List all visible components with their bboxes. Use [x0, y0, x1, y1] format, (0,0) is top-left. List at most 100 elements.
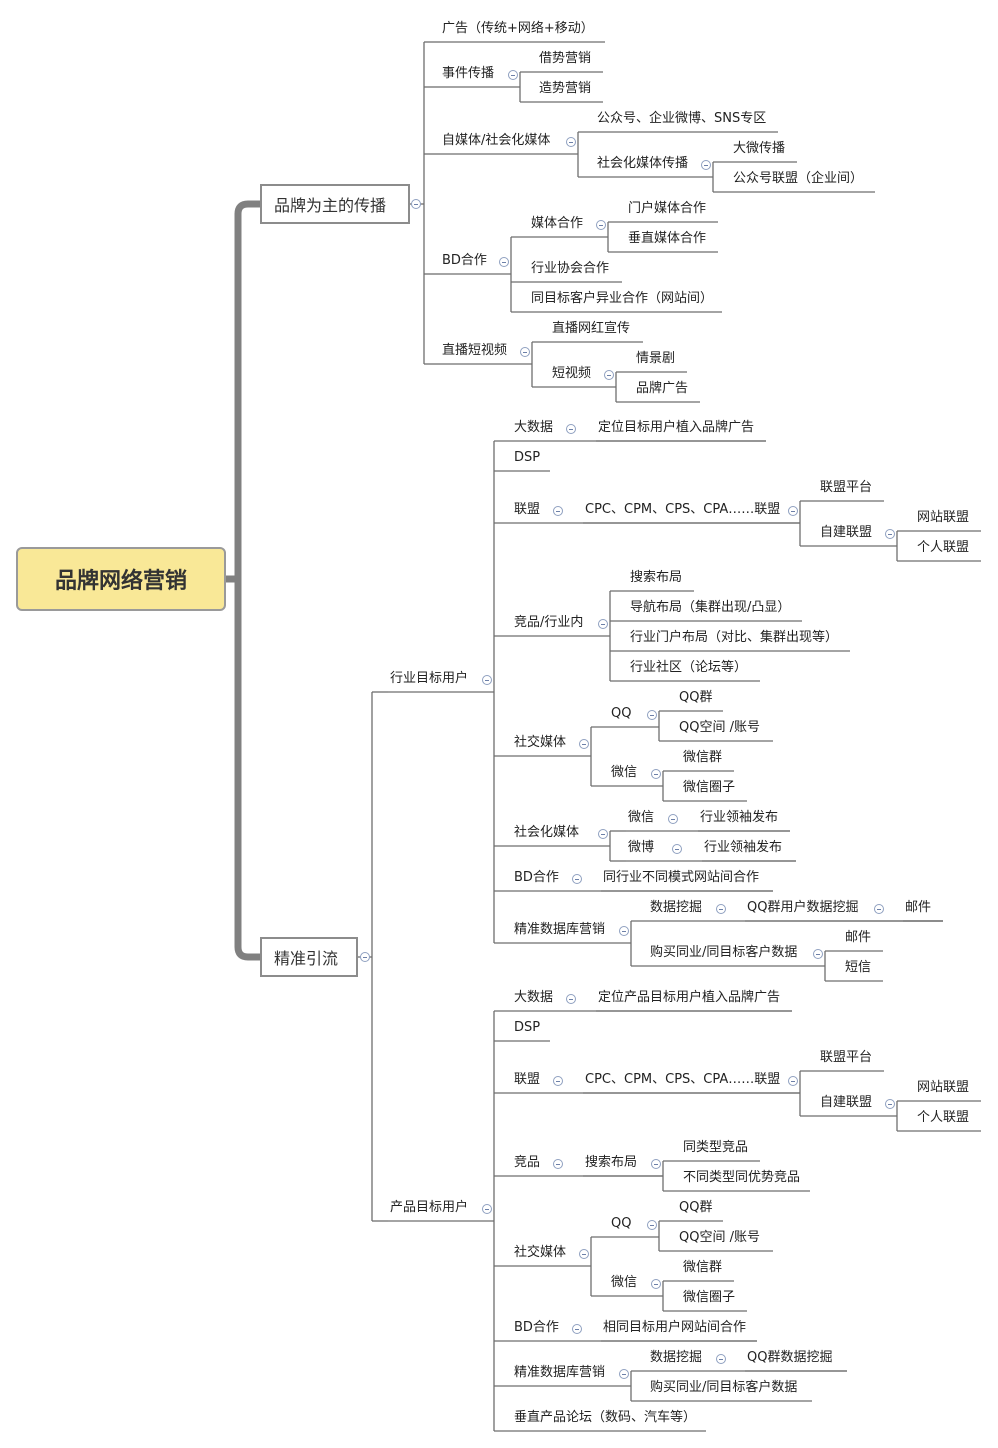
collapse-toggle-icon[interactable] — [572, 874, 582, 884]
node-b1-media-2-2[interactable]: 公众号联盟（企业间） — [733, 171, 864, 186]
collapse-toggle-icon[interactable] — [482, 1204, 492, 1214]
node-b1-bd-1-2[interactable]: 垂直媒体合作 — [628, 231, 707, 246]
node-b1-media[interactable]: 自媒体/社会化媒体 — [442, 133, 551, 148]
collapse-toggle-icon[interactable] — [566, 994, 576, 1004]
node-ind-union-1-2-1[interactable]: 网站联盟 — [917, 510, 970, 525]
node-ind-qq-2[interactable]: QQ空间 /账号 — [679, 720, 760, 735]
node-b1-bd[interactable]: BD合作 — [442, 253, 487, 268]
collapse-toggle-icon[interactable] — [553, 1076, 563, 1086]
node-ind-sm-2[interactable]: 微博 — [628, 840, 655, 855]
node-ind-wx-2[interactable]: 微信圈子 — [683, 780, 736, 795]
node-ind-db-2[interactable]: 购买同业/同目标客户数据 — [650, 945, 798, 960]
collapse-toggle-icon[interactable] — [579, 1249, 589, 1259]
node-prod-bd-1[interactable]: 相同目标用户网站间合作 — [603, 1320, 747, 1335]
node-ind-wx-1[interactable]: 微信群 — [683, 750, 723, 765]
collapse-toggle-icon[interactable] — [619, 926, 629, 936]
node-prod-comp[interactable]: 竞品 — [514, 1155, 541, 1170]
collapse-toggle-icon[interactable] — [572, 1324, 582, 1334]
node-ind-db[interactable]: 精准数据库营销 — [514, 922, 606, 937]
collapse-toggle-icon[interactable] — [874, 904, 884, 914]
node-b1-event[interactable]: 事件传播 — [442, 66, 495, 81]
node-ind-bigdata-1[interactable]: 定位目标用户植入品牌广告 — [598, 420, 755, 435]
node-prod-forum[interactable]: 垂直产品论坛（数码、汽车等） — [514, 1410, 697, 1425]
collapse-toggle-icon[interactable] — [647, 710, 657, 720]
node-b1-live-2[interactable]: 短视频 — [552, 366, 592, 381]
node-prod-union-1-2[interactable]: 自建联盟 — [820, 1095, 873, 1110]
node-prod[interactable]: 产品目标用户 — [390, 1200, 469, 1215]
node-ind-sm[interactable]: 社会化媒体 — [514, 825, 580, 840]
node-b1-live-1[interactable]: 直播网红宣传 — [552, 321, 631, 336]
node-prod-comp-1-1[interactable]: 同类型竞品 — [683, 1140, 749, 1155]
collapse-toggle-icon[interactable] — [553, 506, 563, 516]
node-ind-comp-1[interactable]: 搜索布局 — [630, 570, 683, 585]
node-prod-dsp[interactable]: DSP — [514, 1020, 541, 1035]
node-ind-union-1[interactable]: CPC、CPM、CPS、CPA……联盟 — [585, 502, 781, 517]
node-ind-comp-2[interactable]: 导航布局（集群出现/凸显） — [630, 600, 791, 615]
node-prod-comp-1[interactable]: 搜索布局 — [585, 1155, 638, 1170]
collapse-toggle-icon[interactable] — [596, 220, 606, 230]
node-prod-comp-1-2[interactable]: 不同类型同优势竞品 — [683, 1170, 801, 1185]
node-prod-union[interactable]: 联盟 — [514, 1072, 541, 1087]
node-prod-db[interactable]: 精准数据库营销 — [514, 1365, 606, 1380]
collapse-toggle-icon[interactable] — [499, 257, 509, 267]
collapse-toggle-icon[interactable] — [716, 1354, 726, 1364]
node-prod-union-1-2-1[interactable]: 网站联盟 — [917, 1080, 970, 1095]
collapse-toggle-icon[interactable] — [701, 160, 711, 170]
node-b1-bd-3[interactable]: 同目标客户异业合作（网站间） — [531, 291, 714, 306]
topic-brand-communication[interactable]: 品牌为主的传播 — [260, 184, 410, 224]
node-b1-live-2-2[interactable]: 品牌广告 — [636, 381, 689, 396]
root-topic[interactable]: 品牌网络营销 — [16, 547, 226, 611]
node-b1-media-2[interactable]: 社会化媒体传播 — [597, 156, 689, 171]
node-ind-db-2-2[interactable]: 短信 — [845, 960, 872, 975]
node-ind-db-1-1[interactable]: QQ群用户数据挖掘 — [747, 900, 859, 915]
node-prod-social[interactable]: 社交媒体 — [514, 1245, 567, 1260]
node-ind-comp[interactable]: 竞品/行业内 — [514, 615, 584, 630]
collapse-toggle-icon[interactable] — [508, 70, 518, 80]
node-ind-bigdata[interactable]: 大数据 — [514, 420, 554, 435]
node-prod-wx[interactable]: 微信 — [611, 1275, 638, 1290]
node-prod-union-1-2-2[interactable]: 个人联盟 — [917, 1110, 970, 1125]
node-prod-qq[interactable]: QQ — [611, 1216, 632, 1231]
collapse-toggle-icon[interactable] — [668, 814, 678, 824]
node-prod-wx-1[interactable]: 微信群 — [683, 1260, 723, 1275]
node-prod-db-1[interactable]: 数据挖掘 — [650, 1350, 703, 1365]
node-b1-bd-1-1[interactable]: 门户媒体合作 — [628, 201, 707, 216]
collapse-toggle-icon[interactable] — [788, 1076, 798, 1086]
node-b1-media-2-1[interactable]: 大微传播 — [733, 141, 786, 156]
collapse-toggle-icon[interactable] — [598, 619, 608, 629]
collapse-toggle-icon[interactable] — [885, 1099, 895, 1109]
node-ind-qq[interactable]: QQ — [611, 706, 632, 721]
collapse-toggle-icon[interactable] — [651, 769, 661, 779]
node-prod-qq-1[interactable]: QQ群 — [679, 1200, 713, 1215]
node-ind-qq-1[interactable]: QQ群 — [679, 690, 713, 705]
node-b1-bd-2[interactable]: 行业协会合作 — [531, 261, 610, 276]
node-prod-wx-2[interactable]: 微信圈子 — [683, 1290, 736, 1305]
collapse-toggle-icon[interactable] — [619, 1369, 629, 1379]
node-ind-social[interactable]: 社交媒体 — [514, 735, 567, 750]
node-ind-wx[interactable]: 微信 — [611, 765, 638, 780]
node-ind[interactable]: 行业目标用户 — [390, 671, 469, 686]
node-prod-db-2[interactable]: 购买同业/同目标客户数据 — [650, 1380, 798, 1395]
node-b1-bd-1[interactable]: 媒体合作 — [531, 216, 584, 231]
node-ind-comp-3[interactable]: 行业门户布局（对比、集群出现等） — [630, 630, 839, 645]
collapse-toggle-icon[interactable] — [520, 347, 530, 357]
node-ind-union[interactable]: 联盟 — [514, 502, 541, 517]
collapse-toggle-icon[interactable] — [647, 1220, 657, 1230]
node-prod-qq-2[interactable]: QQ空间 /账号 — [679, 1230, 760, 1245]
node-ind-sm-1-1[interactable]: 行业领袖发布 — [700, 810, 779, 825]
collapse-toggle-icon[interactable] — [651, 1159, 661, 1169]
collapse-toggle-icon[interactable] — [716, 904, 726, 914]
node-ind-sm-1[interactable]: 微信 — [628, 810, 655, 825]
collapse-toggle-icon[interactable] — [885, 529, 895, 539]
node-b1-event-1[interactable]: 借势营销 — [539, 51, 592, 66]
node-ind-dsp[interactable]: DSP — [514, 450, 541, 465]
node-b1-ad[interactable]: 广告（传统+网络+移动） — [442, 21, 594, 36]
node-ind-db-2-1[interactable]: 邮件 — [845, 930, 872, 945]
node-ind-db-1[interactable]: 数据挖掘 — [650, 900, 703, 915]
collapse-toggle-icon[interactable] — [672, 844, 682, 854]
node-ind-union-1-1[interactable]: 联盟平台 — [820, 480, 873, 495]
collapse-toggle-icon[interactable] — [411, 199, 421, 209]
collapse-toggle-icon[interactable] — [566, 137, 576, 147]
collapse-toggle-icon[interactable] — [788, 506, 798, 516]
node-prod-bigdata[interactable]: 大数据 — [514, 990, 554, 1005]
